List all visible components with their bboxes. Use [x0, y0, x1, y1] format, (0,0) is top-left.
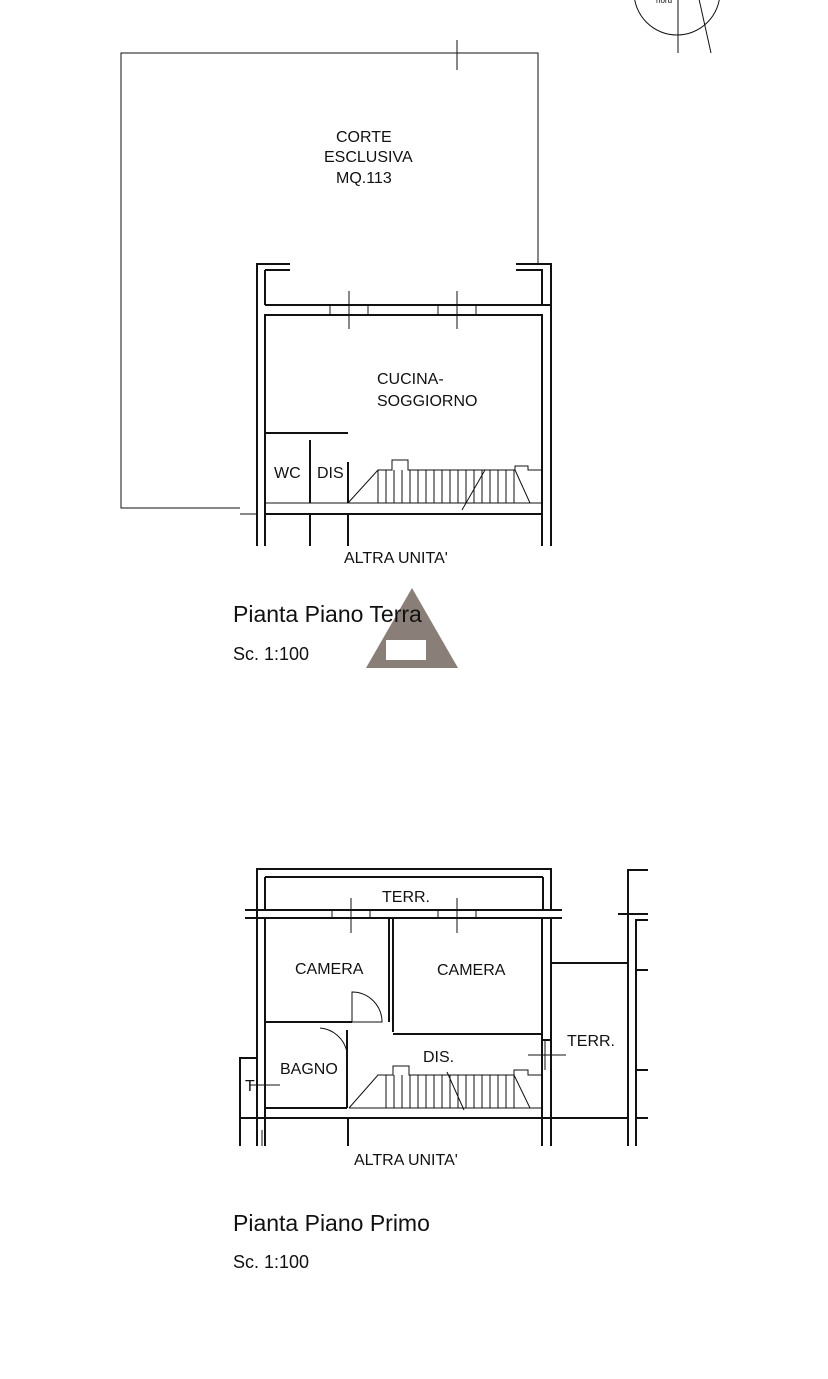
ground-floor-stair-treads: [385, 470, 515, 503]
room-label: DIS.: [423, 1049, 454, 1066]
first-floor-stair-treads: [385, 1075, 515, 1108]
room-label: CAMERA: [295, 961, 364, 978]
watermark-logo-icon: [366, 588, 458, 668]
first-floor-scale: Sc. 1:100: [233, 1252, 310, 1272]
room-label: CAMERA: [437, 962, 506, 979]
first-floor-title: Pianta Piano Primo: [233, 1210, 430, 1236]
room-label: MQ.113: [336, 170, 392, 187]
room-label: SOGGIORNO: [377, 393, 477, 410]
north-compass-icon: nord: [634, 0, 720, 54]
room-label: TERR.: [567, 1033, 615, 1050]
ground-floor-scale: Sc. 1:100: [233, 644, 310, 664]
svg-text:nord: nord: [656, 0, 672, 5]
room-label: BAGNO: [280, 1061, 338, 1078]
room-label: ALTRA UNITA': [354, 1152, 458, 1169]
room-label: ESCLUSIVA: [324, 149, 413, 166]
room-label: DIS: [317, 465, 344, 482]
ground-floor-title: Pianta Piano Terra: [233, 601, 422, 627]
ground-floor-plan: [120, 40, 552, 546]
room-label: TERR.: [382, 889, 430, 906]
room-label: T: [245, 1078, 255, 1095]
room-label: CUCINA-: [377, 371, 444, 388]
room-label: ALTRA UNITA': [344, 550, 448, 567]
room-label: CORTE: [336, 129, 392, 146]
first-floor-plan: [239, 868, 648, 1146]
room-label: WC: [274, 465, 301, 482]
